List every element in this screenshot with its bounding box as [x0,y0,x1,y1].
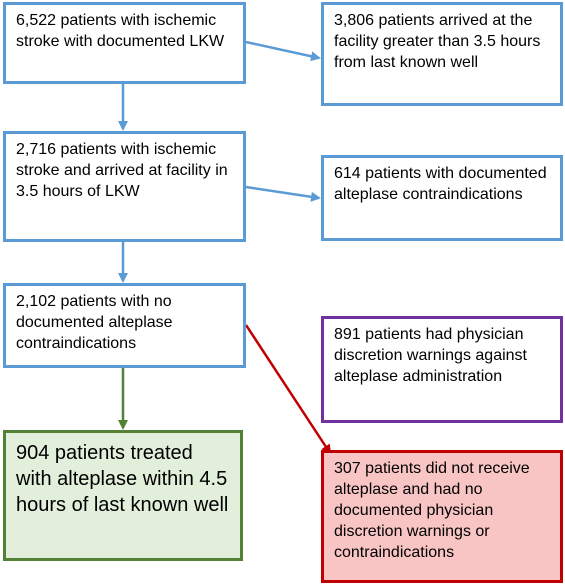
arrow-within-to-contraindications [245,185,321,202]
box-no-contraindications: 2,102 patients with no documented altepl… [3,283,246,368]
arrow-no-contraindications-to-not-treated [244,324,332,455]
box-treated: 904 patients treated with alteplase with… [3,430,243,561]
box-not-treated: 307 patients did not receive alteplase a… [321,450,563,583]
box-ischemic-stroke-lkw: 6,522 patients with ischemic stroke with… [3,2,246,84]
box-arrived-within-window: 2,716 patients with ischemic stroke and … [3,131,246,242]
box-contraindications: 614 patients with documented alteplase c… [321,155,563,241]
box-discretion-warnings: 891 patients had physician discretion wa… [321,316,563,423]
box-arrived-late: 3,806 patients arrived at the facility g… [321,2,563,106]
arrow-lkw-to-late [245,40,321,62]
